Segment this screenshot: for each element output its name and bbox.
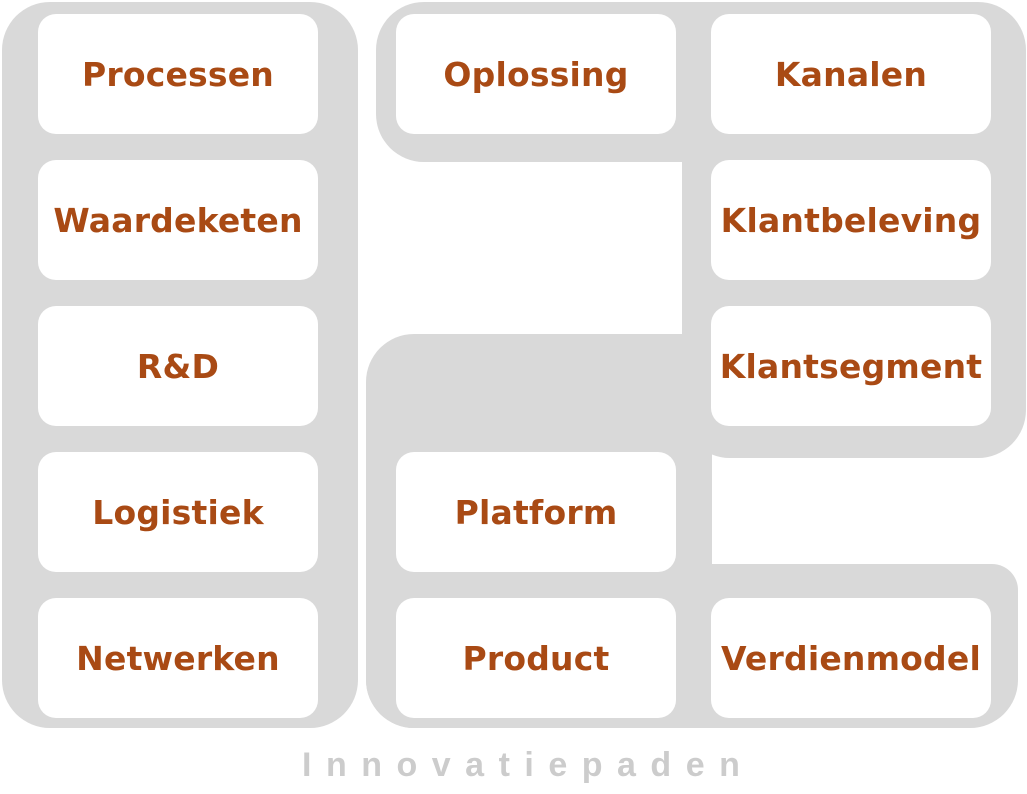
box-label: Processen — [81, 54, 275, 94]
box-label: Klantsegment — [719, 346, 983, 386]
box-label: R&D — [136, 346, 220, 386]
box-rd: R&D — [38, 306, 318, 426]
box-label: Waardeketen — [53, 200, 303, 240]
box-label: Verdienmodel — [721, 638, 981, 678]
box-processen: Processen — [38, 14, 318, 134]
box-oplossing: Oplossing — [396, 14, 676, 134]
box-logistiek: Logistiek — [38, 452, 318, 572]
diagram-caption: Innovatiepaden — [302, 745, 755, 784]
box-klantsegment: Klantsegment — [711, 306, 991, 426]
box-klantbeleving: Klantbeleving — [711, 160, 991, 280]
box-kanalen: Kanalen — [711, 14, 991, 134]
box-label: Klantbeleving — [720, 200, 982, 240]
box-label: Netwerken — [76, 638, 280, 678]
box-label: Kanalen — [774, 54, 928, 94]
box-netwerken: Netwerken — [38, 598, 318, 718]
box-product: Product — [396, 598, 676, 718]
box-waardeketen: Waardeketen — [38, 160, 318, 280]
box-label: Platform — [454, 492, 618, 532]
box-label: Logistiek — [92, 492, 264, 532]
box-verdienmodel: Verdienmodel — [711, 598, 991, 718]
box-platform: Platform — [396, 452, 676, 572]
box-label: Oplossing — [443, 54, 629, 94]
box-label: Product — [462, 638, 610, 678]
